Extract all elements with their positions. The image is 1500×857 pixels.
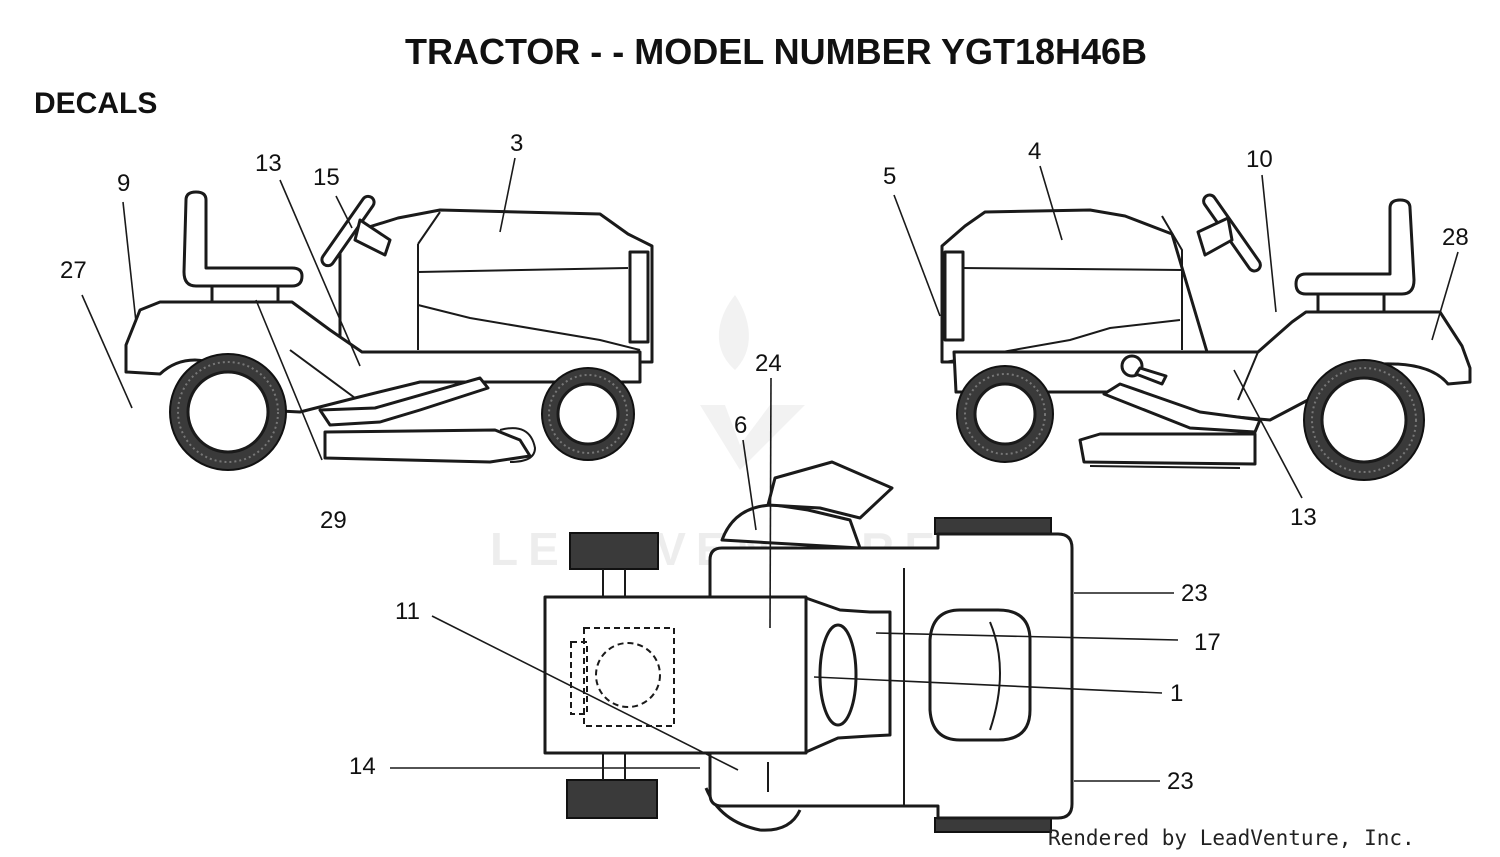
callout-13-right: 13 [1290, 504, 1317, 531]
top-rear-tire-lower [934, 817, 1052, 833]
flame-watermark-icon [718, 295, 749, 370]
callout-4: 4 [1028, 138, 1041, 165]
callout-3: 3 [510, 130, 523, 157]
callout-29: 29 [320, 507, 347, 534]
callout-labels: 27 9 13 15 3 29 5 4 10 28 13 24 6 11 14 … [60, 130, 1469, 795]
right-grille [943, 250, 965, 342]
left-steering-wheel [320, 194, 376, 268]
top-engine-outline [595, 642, 661, 708]
top-discharge-chute [766, 460, 894, 520]
top-seat [928, 608, 1032, 742]
callout-15: 15 [313, 164, 340, 191]
callout-6: 6 [734, 412, 747, 439]
callout-11: 11 [395, 598, 420, 625]
page-title: TRACTOR - - MODEL NUMBER YGT18H46B [405, 31, 1147, 72]
callout-14: 14 [349, 753, 376, 780]
left-mower-deck [323, 428, 532, 464]
callout-23-bottom: 23 [1167, 768, 1194, 795]
callout-1: 1 [1170, 680, 1183, 707]
callout-24: 24 [755, 350, 782, 377]
left-grille [628, 250, 650, 344]
left-seat [182, 190, 304, 288]
top-front-tire-lower [566, 779, 658, 819]
callout-23-top: 23 [1181, 580, 1208, 607]
left-side-view [124, 190, 654, 471]
top-view [543, 460, 1074, 833]
callout-17: 17 [1194, 629, 1221, 656]
right-mower-deck [1078, 432, 1257, 466]
callout-28: 28 [1442, 224, 1469, 251]
v-watermark-icon [700, 405, 805, 470]
callout-10: 10 [1246, 146, 1273, 173]
callout-5: 5 [883, 163, 896, 190]
top-rear-tire-upper [934, 517, 1052, 535]
callout-13-left: 13 [255, 150, 282, 177]
left-hood [338, 208, 654, 364]
callout-27: 27 [60, 257, 87, 284]
top-hood [543, 595, 808, 755]
leader-lines [81, 157, 1459, 782]
top-front-tire-upper [569, 532, 659, 570]
left-footrest [318, 376, 490, 427]
callout-9: 9 [117, 170, 130, 197]
credit-text: Rendered by LeadVenture, Inc. [1048, 826, 1415, 850]
section-heading: DECALS [34, 87, 157, 120]
top-steering-wheel [818, 623, 858, 727]
right-seat [1294, 198, 1416, 296]
right-side-view [940, 193, 1472, 481]
